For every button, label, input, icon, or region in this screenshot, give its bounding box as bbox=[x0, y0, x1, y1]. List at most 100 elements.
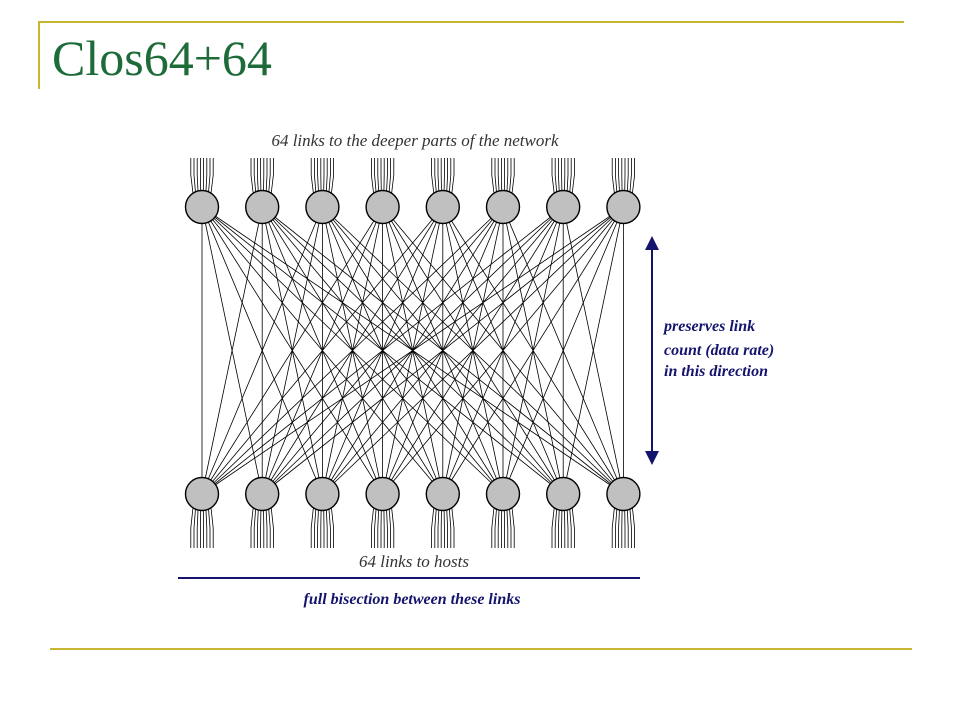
mesh-link-8-1 bbox=[201, 206, 624, 495]
uplink-s3-8 bbox=[331, 158, 335, 193]
uplink-s4-7 bbox=[388, 158, 392, 193]
uplink-s3-3 bbox=[317, 158, 319, 193]
bottom-switch-4 bbox=[365, 476, 400, 512]
host-link-s4-7 bbox=[388, 508, 392, 548]
host-link-s6-8 bbox=[511, 508, 515, 548]
host-link-s4-1 bbox=[370, 508, 374, 548]
uplink-s3-6 bbox=[325, 158, 328, 193]
host-link-s6-6 bbox=[506, 508, 509, 548]
uplink-s5-7 bbox=[448, 158, 452, 193]
host-link-s8-3 bbox=[618, 508, 620, 548]
mesh-link-4-1 bbox=[201, 206, 383, 495]
uplinks bbox=[190, 158, 635, 193]
uplink-s6-6 bbox=[506, 158, 509, 193]
mesh-link-6-1 bbox=[201, 206, 504, 495]
host-link-s1-8 bbox=[210, 508, 214, 548]
bottom-switch-row bbox=[184, 476, 641, 512]
uplink-s6-8 bbox=[511, 158, 515, 193]
host-link-s8-2 bbox=[615, 508, 618, 548]
host-link-s5-3 bbox=[437, 508, 440, 548]
bottom-switch-3 bbox=[305, 476, 340, 512]
uplink-s7-2 bbox=[554, 158, 558, 193]
host-link-s3-7 bbox=[328, 508, 331, 548]
title-rule bbox=[40, 21, 904, 23]
host-link-s5-6 bbox=[446, 508, 449, 548]
title-side-rule bbox=[38, 21, 40, 89]
host-link-s6-2 bbox=[494, 508, 497, 548]
host-link-s6-3 bbox=[497, 508, 500, 548]
uplink-s6-7 bbox=[509, 158, 512, 193]
uplink-s1-8 bbox=[210, 158, 214, 193]
mesh-link-8-4 bbox=[382, 206, 624, 495]
host-link-s2-8 bbox=[270, 508, 274, 548]
uplink-s5-3 bbox=[437, 158, 440, 193]
host-link-s7-7 bbox=[569, 508, 572, 548]
uplink-s2-8 bbox=[270, 158, 274, 193]
mesh-link-8-7 bbox=[562, 206, 624, 495]
uplink-s8-7 bbox=[629, 158, 632, 193]
mesh-link-5-1 bbox=[201, 206, 444, 495]
host-link-s1-7 bbox=[208, 508, 211, 548]
top-switch-3 bbox=[305, 189, 340, 225]
uplink-s5-8 bbox=[451, 158, 455, 193]
bottom-switch-5 bbox=[425, 476, 460, 512]
host-link-s1-2 bbox=[193, 508, 196, 548]
uplink-s1-7 bbox=[208, 158, 211, 193]
host-link-s7-6 bbox=[566, 508, 569, 548]
host-link-s4-2 bbox=[374, 508, 377, 548]
uplink-s3-7 bbox=[328, 158, 331, 193]
host-link-s1-6 bbox=[205, 508, 208, 548]
host-link-s7-8 bbox=[571, 508, 575, 548]
uplink-s4-3 bbox=[377, 158, 380, 193]
uplink-s5-6 bbox=[446, 158, 449, 193]
host-link-s3-3 bbox=[317, 508, 319, 548]
uplink-s7-1 bbox=[551, 158, 555, 193]
host-link-s3-6 bbox=[325, 508, 328, 548]
host-link-s3-2 bbox=[313, 508, 317, 548]
host-link-s6-1 bbox=[491, 508, 495, 548]
host-link-s7-1 bbox=[551, 508, 555, 548]
top-switch-row bbox=[184, 189, 641, 225]
host-link-s4-6 bbox=[386, 508, 388, 548]
host-link-s2-6 bbox=[265, 508, 268, 548]
mesh-link-8-5 bbox=[442, 206, 624, 495]
host-link-s1-1 bbox=[190, 508, 194, 548]
host-link-s2-2 bbox=[253, 508, 257, 548]
uplink-s4-1 bbox=[370, 158, 374, 193]
slide-title: Clos64+64 bbox=[52, 30, 272, 86]
host-link-s2-1 bbox=[250, 508, 254, 548]
bottom-switch-6 bbox=[485, 476, 521, 512]
host-link-s5-8 bbox=[451, 508, 455, 548]
host-link-s4-3 bbox=[377, 508, 380, 548]
top-switch-7 bbox=[546, 189, 581, 225]
top-caption: 64 links to the deeper parts of the netw… bbox=[271, 131, 559, 150]
top-switch-2 bbox=[245, 189, 280, 225]
uplink-s6-2 bbox=[494, 158, 497, 193]
top-switch-4 bbox=[365, 189, 400, 225]
uplink-s7-6 bbox=[566, 158, 569, 193]
uplink-s1-3 bbox=[196, 158, 199, 193]
bottom-switch-7 bbox=[546, 476, 581, 512]
uplink-s8-1 bbox=[611, 158, 615, 193]
host-link-s2-7 bbox=[268, 508, 271, 548]
uplink-s8-2 bbox=[615, 158, 618, 193]
uplink-s5-2 bbox=[434, 158, 437, 193]
host-link-s5-2 bbox=[434, 508, 437, 548]
host-link-s8-7 bbox=[629, 508, 632, 548]
host-link-s1-3 bbox=[196, 508, 199, 548]
top-switch-6 bbox=[485, 189, 521, 225]
uplink-s7-3 bbox=[558, 158, 560, 193]
uplink-s3-2 bbox=[313, 158, 317, 193]
uplink-s2-1 bbox=[250, 158, 254, 193]
uplink-s2-6 bbox=[265, 158, 268, 193]
mesh-link-8-6 bbox=[502, 206, 624, 495]
uplink-s2-7 bbox=[268, 158, 271, 193]
host-link-s7-2 bbox=[554, 508, 558, 548]
uplink-s4-8 bbox=[391, 158, 395, 193]
host-links bbox=[190, 508, 635, 548]
bottom-switch-8 bbox=[606, 476, 641, 512]
interconnect-mesh bbox=[201, 206, 624, 495]
uplink-s8-6 bbox=[626, 158, 629, 193]
uplink-s1-2 bbox=[193, 158, 196, 193]
mesh-link-2-1 bbox=[201, 206, 263, 495]
